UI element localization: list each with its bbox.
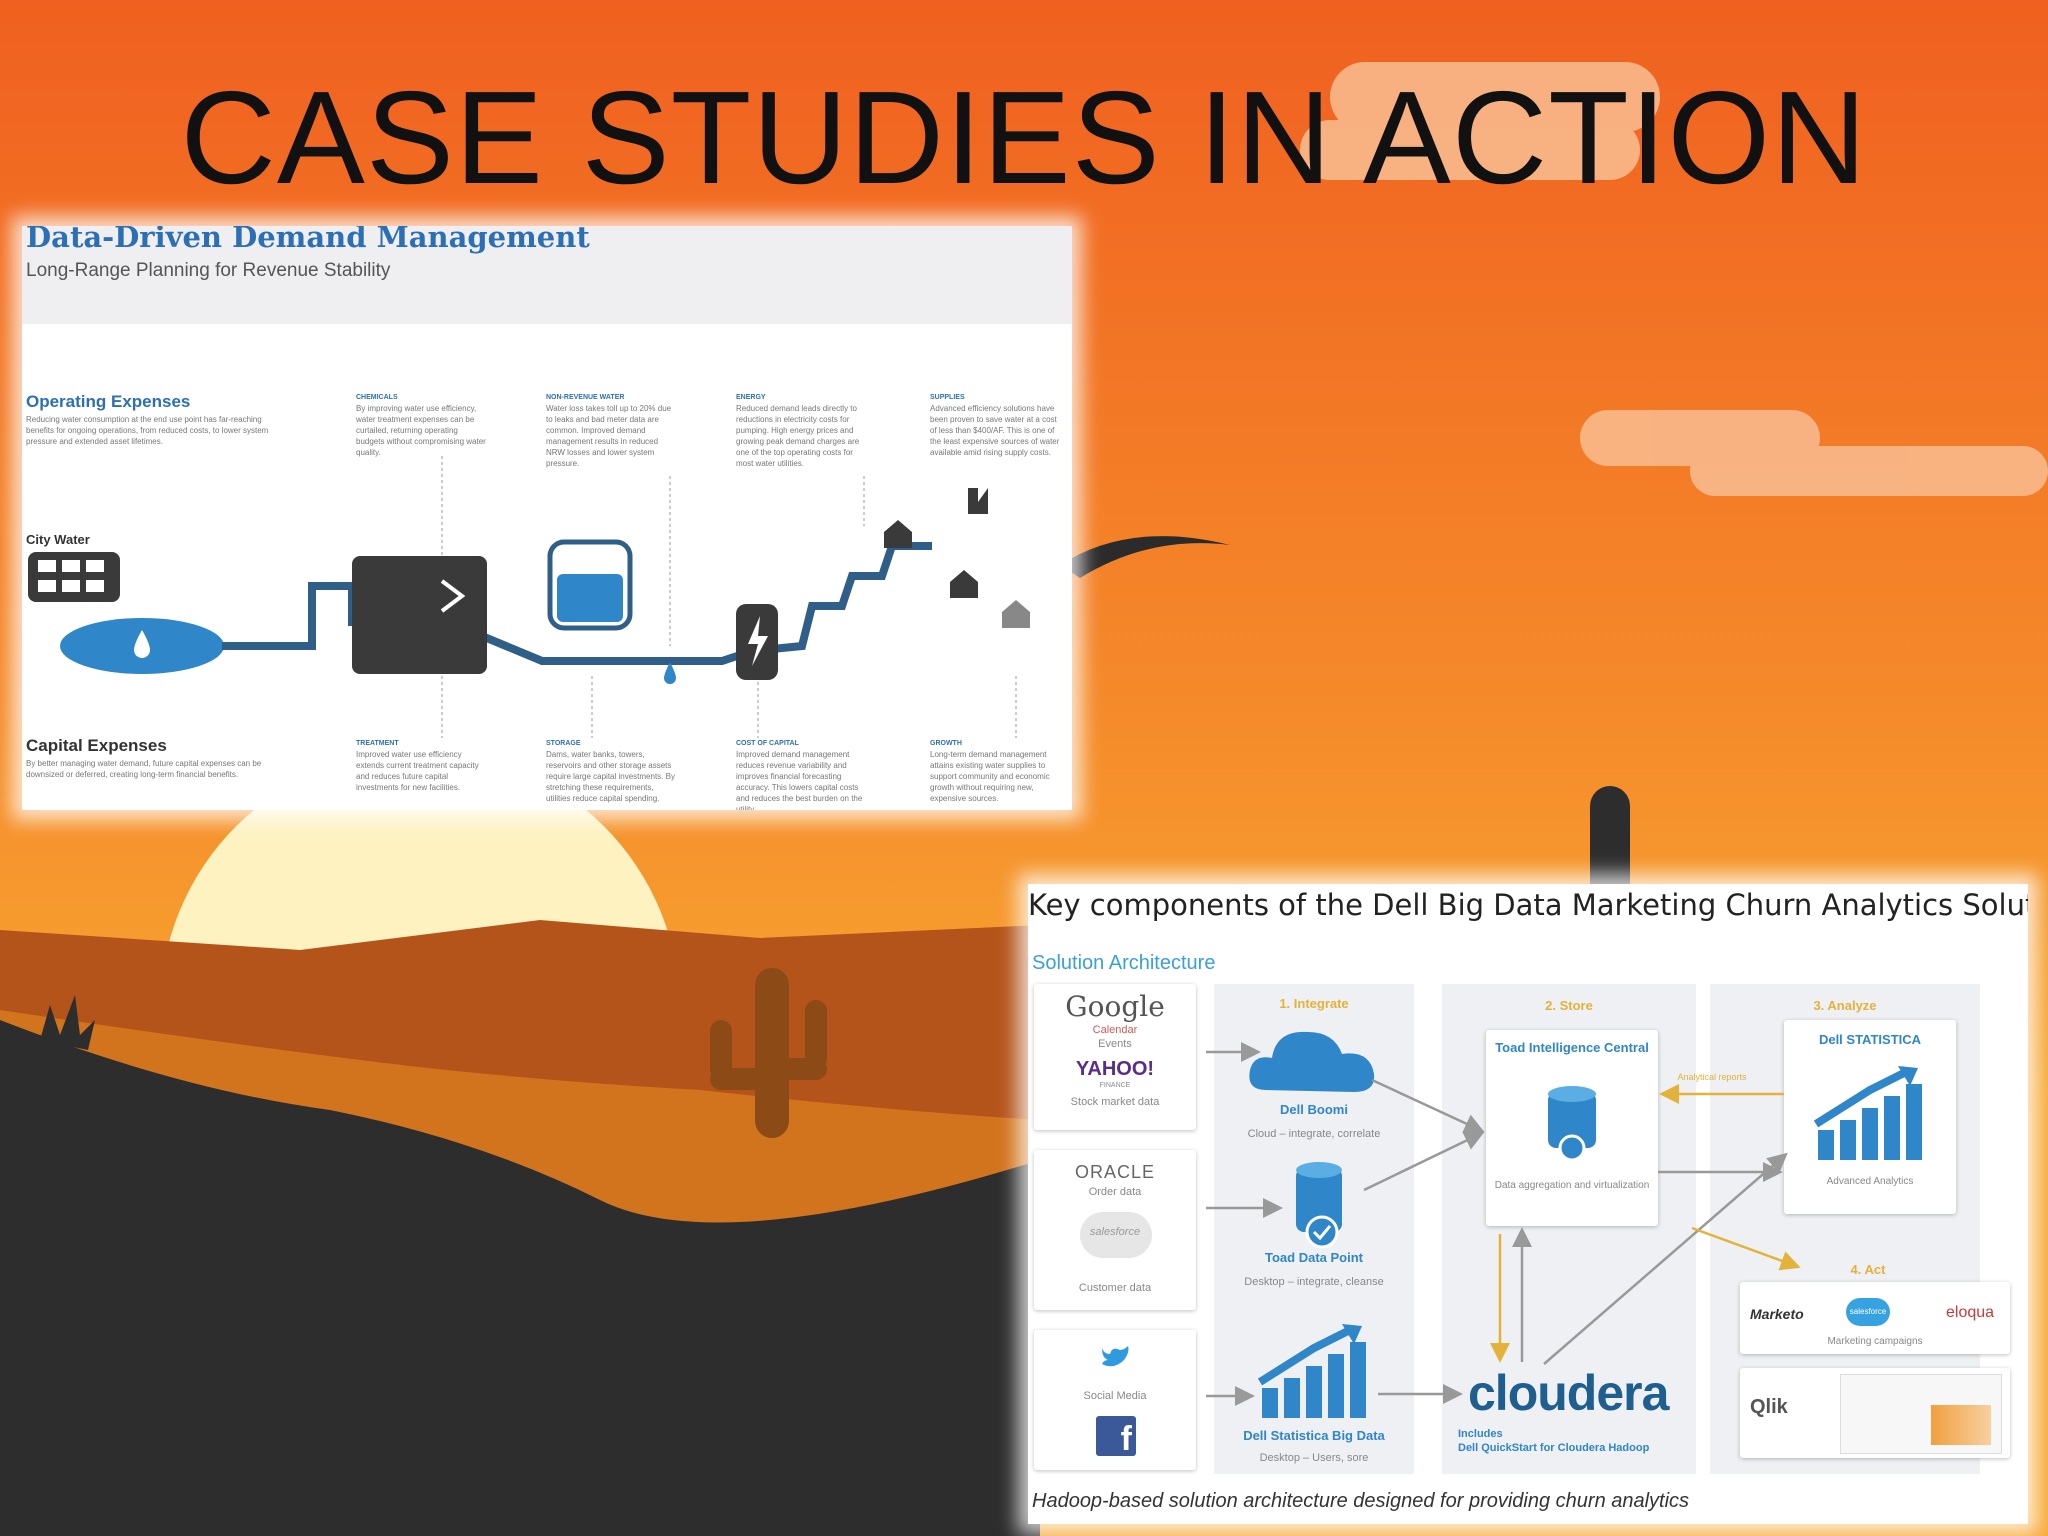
toad-data-point-label: Toad Data Point [1265, 1250, 1363, 1265]
marketing-tools-card: Marketo salesforce eloqua Marketing camp… [1740, 1282, 2010, 1354]
operating-expenses-heading: Operating Expenses [26, 392, 191, 411]
infographic-title: Data-Driven Demand Management [26, 226, 590, 254]
grid-icon [28, 552, 120, 602]
dashboard-thumbnail [1840, 1374, 2002, 1454]
bar-chart-icon [1813, 1066, 1922, 1160]
share-icon [440, 579, 466, 613]
database-icon [1296, 1162, 1342, 1249]
house-icon [950, 570, 978, 598]
marketo-logo: Marketo [1750, 1306, 1804, 1322]
dashboard-chart-thumb [1931, 1405, 1991, 1445]
slide-title: CASE STUDIES IN ACTION [180, 64, 1868, 211]
toad-data-point-desc: Desktop – integrate, cleanse [1244, 1276, 1384, 1288]
toad-intelligence-label: Toad Intelligence Central [1495, 1040, 1649, 1055]
dell-statistica-desc: Advanced Analytics [1826, 1176, 1914, 1187]
google-logo: Google [1065, 990, 1165, 1023]
toad-intelligence-card: Toad Intelligence Central Data aggregati… [1486, 1030, 1658, 1226]
facebook-icon: f [1096, 1416, 1136, 1458]
yahoo-desc: Stock market data [1070, 1096, 1160, 1108]
stage-analyze: 3. Analyze [1813, 998, 1877, 1013]
source-card-google-yahoo: Google Calendar Events YAHOO! FINANCE St… [1034, 984, 1196, 1130]
ground-shape [0, 1020, 1040, 1536]
google-sub: Calendar [1092, 1024, 1138, 1036]
yahoo-sub: FINANCE [1099, 1082, 1131, 1089]
factory-icon [968, 488, 988, 514]
dell-boomi-desc: Cloud – integrate, correlate [1247, 1128, 1381, 1140]
dell-statistica-label: Dell STATISTICA [1818, 1032, 1922, 1047]
database-icon [1548, 1086, 1596, 1162]
source-card-social: Social Media f [1034, 1330, 1196, 1470]
stage-integrate: 1. Integrate [1279, 996, 1349, 1011]
eloqua-logo: eloqua [1946, 1304, 1995, 1321]
dell-boomi-label: Dell Boomi [1280, 1102, 1348, 1117]
quickstart-label: Dell QuickStart for Cloudera Hadoop [1458, 1442, 1650, 1454]
demand-management-infographic: Data-Driven Demand Management Long-Range… [22, 226, 1072, 810]
post-shape [1590, 786, 1630, 906]
qlik-logo: Qlik [1750, 1396, 1788, 1418]
diagram-subtitle: Solution Architecture [1032, 952, 1216, 974]
oracle-logo: ORACLE [1074, 1162, 1156, 1182]
house-icon [1002, 600, 1030, 628]
cloudera-logo: cloudera [1468, 1365, 1669, 1421]
marketing-campaigns-label: Marketing campaigns [1827, 1336, 1923, 1347]
includes-label: Includes [1458, 1428, 1503, 1440]
cloud-shape [1300, 62, 2048, 496]
statistica-big-data-desc: Desktop – Users, sore [1259, 1452, 1369, 1464]
analytical-reports-label: Analytical reports [1677, 1072, 1747, 1082]
cloud-icon [1249, 1031, 1375, 1092]
twitter-icon [1102, 1346, 1129, 1367]
stage-act: 4. Act [1850, 1262, 1886, 1277]
statistica-big-data-label: Dell Statistica Big Data [1243, 1428, 1385, 1443]
churn-analytics-diagram: Key components of the Dell Big Data Mark… [1028, 884, 2028, 1524]
water-flow-diagram [28, 456, 1030, 738]
salesforce-desc: Customer data [1078, 1282, 1152, 1294]
oracle-desc: Order data [1088, 1186, 1142, 1198]
source-card-oracle-salesforce: ORACLE Order data salesforce Customer da… [1034, 1150, 1196, 1310]
salesforce-logo: salesforce [1846, 1298, 1890, 1326]
dell-statistica-card: Dell STATISTICA Advanced Analytics [1784, 1020, 1956, 1214]
yahoo-logo: YAHOO! [1075, 1058, 1155, 1080]
house-icon [884, 520, 912, 548]
grass-shape [40, 995, 95, 1050]
qlik-card: Qlik [1740, 1368, 2010, 1458]
bar-chart-icon [1257, 1324, 1366, 1418]
capital-expenses-heading: Capital Expenses [26, 736, 167, 755]
treatment-plant-icon [352, 556, 487, 674]
flow-arrows [1206, 1042, 1801, 1406]
city-water-label: City Water [26, 532, 90, 547]
toad-intelligence-desc: Data aggregation and virtualization [1494, 1180, 1650, 1191]
water-drop-icon [664, 662, 676, 684]
salesforce-logo: salesforce [1089, 1226, 1141, 1238]
diagram-caption: Hadoop-based solution architecture desig… [1032, 1490, 1690, 1512]
infographic-header [22, 226, 1072, 324]
water-drop-icon [134, 630, 150, 658]
capital-expenses-text: By better managing water demand, future … [26, 759, 262, 779]
cactus-shape [710, 968, 827, 1138]
operating-expenses-text: Reducing water consumption at the end us… [26, 415, 269, 446]
google-desc: Events [1098, 1038, 1132, 1050]
infographic-subtitle: Long-Range Planning for Revenue Stabilit… [26, 260, 391, 281]
salesforce-cloud-icon [1080, 1212, 1152, 1258]
social-media-label: Social Media [1083, 1390, 1147, 1402]
stage-store: 2. Store [1545, 998, 1593, 1013]
diagram-title: Key components of the Dell Big Data Mark… [1028, 888, 2028, 922]
bird-shape [1060, 536, 1230, 578]
